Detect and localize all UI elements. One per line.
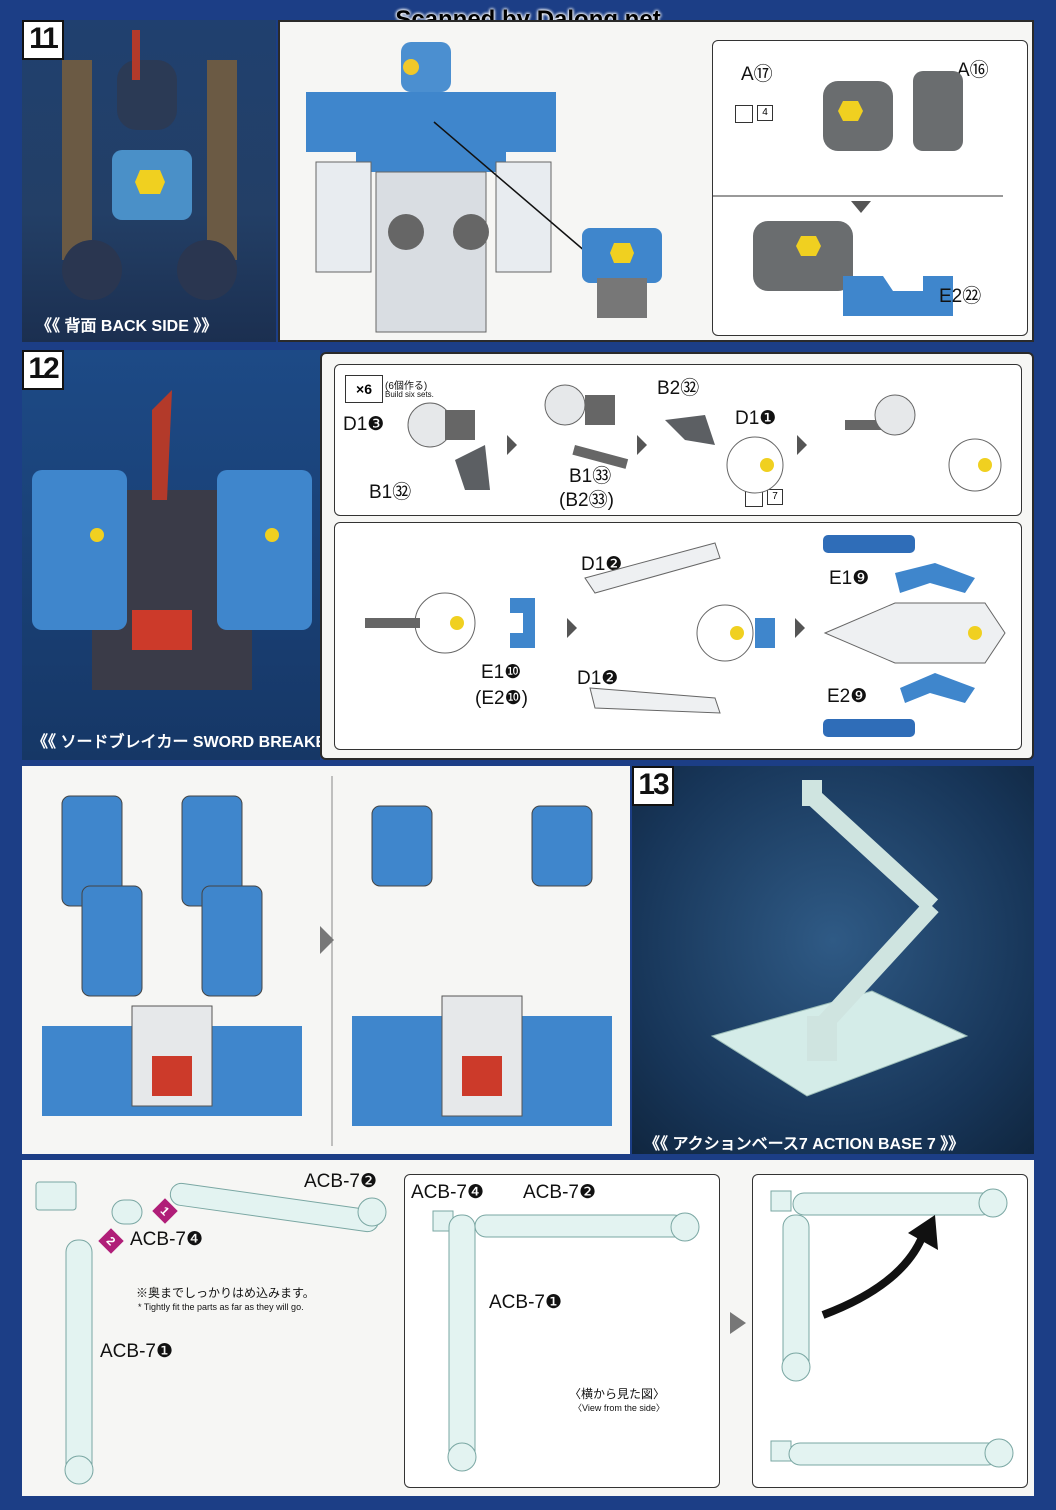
label-a16: A⑯ (957, 60, 989, 81)
mid-label-acb7-4: ACB-7❹ (411, 1182, 484, 1203)
step12-row2: E1❿ (E2❿) D1❷ D1❷ E1❾ E2❾ (334, 522, 1022, 750)
back-side-caption: 《《 背面 BACK SIDE 》》 (36, 318, 218, 335)
mid-arm-assembly-illustration (432, 1210, 700, 1472)
times-six-jp: (6個作る) (385, 381, 428, 392)
step13-photo: 《《 アクションベース7 ACTION BASE 7 》》 (632, 766, 1034, 1154)
sword-breaker-mount-illustration (42, 776, 612, 1146)
label-d1-2-bottom: D1❷ (577, 668, 619, 689)
step13-right-box (752, 1174, 1028, 1488)
label-acb7-4: ACB-7❹ (130, 1229, 203, 1250)
label-acb7-1: ACB-7❶ (100, 1341, 173, 1362)
action-base-arm-parts-illustration (35, 1181, 387, 1485)
sword-breaker-caption: 《《 ソードブレイカー SWORD BREAKER 》》 (32, 734, 367, 751)
tight-fit-note-jp: ※奥までしっかりはめ込みます。 (136, 1286, 315, 1300)
robot-torso-illustration (306, 42, 587, 333)
label-acb7-2: ACB-7❷ (304, 1171, 377, 1192)
step12-photo: 《《 ソードブレイカー SWORD BREAKER 》》 (22, 350, 366, 760)
label-b2-32: B2㉜ (657, 378, 700, 399)
label-e2-10: (E2❿) (475, 688, 528, 709)
step13-next-arrow (730, 1312, 746, 1334)
label-d1-1: D1❶ (735, 408, 777, 429)
mid-label-acb7-1: ACB-7❶ (489, 1292, 562, 1313)
ref-badge-4: 4 (735, 105, 775, 123)
label-d1-2-top: D1❷ (581, 554, 623, 575)
backpack-part-illustration (582, 228, 662, 318)
step11-back-photo: 《《 背面 BACK SIDE 》》 (22, 20, 276, 342)
step12-row1-illustration (407, 384, 1002, 494)
label-b2-33: (B2㉝) (559, 490, 614, 511)
label-b1-32: B1㉜ (369, 482, 412, 503)
step11-assembly-panel: A⑰ A⑯ 4 E2㉒ (278, 20, 1034, 342)
label-d1-3: D1❸ (343, 414, 385, 435)
label-e1-10: E1❿ (481, 662, 522, 683)
label-b1-33: B1㉝ (569, 466, 612, 487)
label-e1-9: E1❾ (829, 568, 870, 589)
step-number-11: 11 (22, 20, 64, 60)
step11-subassembly-box: A⑰ A⑯ 4 E2㉒ (712, 40, 1028, 336)
sword-breaker-mount-panel (22, 766, 630, 1154)
sword-breaker-photo-illustration (32, 390, 312, 690)
ref-badge-7: 7 (745, 489, 785, 507)
mid-label-acb7-2: ACB-7❷ (523, 1182, 596, 1203)
step12-row2-illustration (365, 535, 1006, 737)
side-view-en: 〈View from the side〉 (573, 1403, 665, 1413)
tight-fit-note-en: * Tightly fit the parts as far as they w… (138, 1302, 304, 1312)
label-e2-9: E2❾ (827, 686, 868, 707)
action-base-illustration (710, 780, 969, 1097)
label-e2-22: E2㉒ (939, 286, 982, 307)
step11-parts-illustration (713, 71, 1003, 316)
step12-assembly-panel: ×6 (6個作る) Build six sets. D1❸ B1㉜ B1㉝ (B… (320, 352, 1034, 760)
step13-assembly-panel: ACB-7❷ ACB-7❹ ACB-7❶ ※奥までしっかりはめ込みます。 * T… (22, 1160, 1034, 1496)
label-a17: A⑰ (741, 64, 773, 85)
side-view-jp: 〈横から見た図〉 (569, 1387, 666, 1401)
arm-fold-illustration (770, 1188, 1014, 1468)
step-number-12: 12 (22, 350, 64, 390)
action-base-caption: 《《 アクションベース7 ACTION BASE 7 》》 (644, 1136, 965, 1153)
times-six-en: Build six sets. (385, 390, 434, 399)
step-number-13: 13 (632, 766, 674, 806)
times-six-badge: ×6 (345, 375, 383, 403)
step13-mid-box: ACB-7❹ ACB-7❷ ACB-7❶ 〈横から見た図〉 〈View from… (404, 1174, 720, 1488)
step12-row1: ×6 (6個作る) Build six sets. D1❸ B1㉜ B1㉝ (B… (334, 364, 1022, 516)
back-side-robot-illustration (62, 30, 237, 300)
